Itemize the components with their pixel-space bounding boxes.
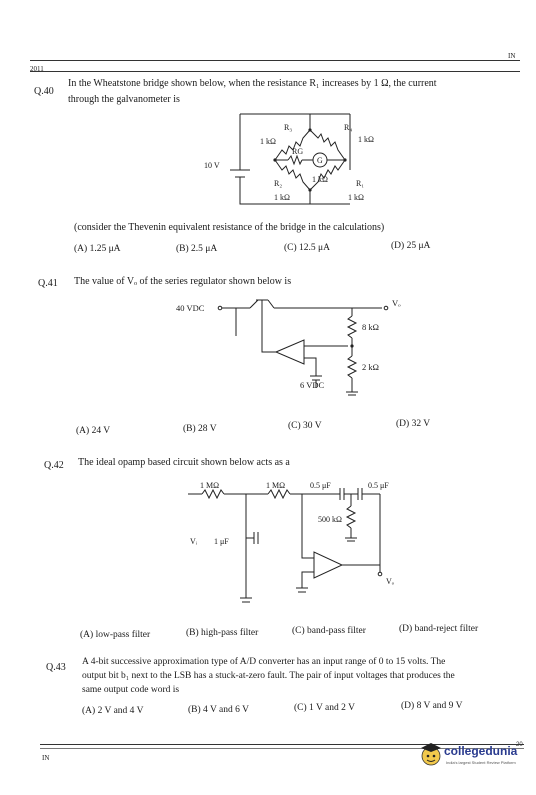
- opamp-filter-circuit: 1 MΩ 1 MΩ 0.5 μF 0.5 μF 500 kΩ Vᵢ 1 μF V…: [188, 481, 395, 603]
- q43-option-a: (A) 2 V and 4 V: [82, 706, 144, 716]
- wheatstone-bridge-circuit: R₃ 1 kΩ R₄ 1 kΩ RG G 1 kΩ R₂ 1 kΩ R₁ 1 k…: [204, 113, 374, 205]
- label-r3-value: 1 kΩ: [260, 137, 276, 146]
- label-r2k: 2 kΩ: [362, 362, 379, 372]
- label-c-1uf: 1 μF: [214, 537, 229, 546]
- label-vref: 6 VDC: [300, 380, 324, 390]
- label-r1-value: 1 kΩ: [348, 193, 364, 202]
- label-r1m-first: 1 MΩ: [200, 481, 219, 490]
- label-g: G: [317, 156, 323, 165]
- q41-option-a: (A) 24 V: [76, 426, 111, 436]
- q43-option-c: (C) 1 V and 2 V: [294, 703, 355, 713]
- collegedunia-watermark: collegedunia 20 India's largest Student …: [418, 742, 530, 774]
- q41-option-d: (D) 32 V: [396, 419, 431, 429]
- series-regulator-circuit: 40 VDC Vₒ 8 kΩ 2 kΩ 6 VDC: [176, 298, 401, 396]
- collegedunia-mascot-icon: [421, 743, 441, 766]
- q40-text-line1: In the Wheatstone bridge shown below, wh…: [68, 78, 437, 89]
- label-r1: R₁: [356, 179, 364, 188]
- q43-text-line3: same output code word is: [82, 685, 180, 695]
- q41-text: The value of Vₒ of the series regulator …: [74, 276, 292, 287]
- label-vin: 40 VDC: [176, 303, 205, 313]
- q41-option-c: (C) 30 V: [288, 421, 322, 431]
- label-r500k: 500 kΩ: [318, 515, 342, 524]
- collegedunia-tagline: India's largest Student Review Platform: [446, 760, 516, 765]
- year-label: 2011: [30, 65, 44, 73]
- label-r2-value: 1 kΩ: [274, 193, 290, 202]
- label-c-05uf-first: 0.5 μF: [310, 481, 331, 490]
- q40-text-line2: through the galvanometer is: [68, 94, 180, 105]
- label-r4-value: 1 kΩ: [358, 135, 374, 144]
- label-r8k: 8 kΩ: [362, 322, 379, 332]
- q40-option-c: (C) 12.5 μA: [284, 243, 330, 253]
- label-vi: Vᵢ: [190, 537, 198, 546]
- q42-option-b: (B) high-pass filter: [186, 628, 259, 638]
- q40-option-d: (D) 25 μA: [391, 241, 431, 251]
- q43-text-line1: A 4-bit successive approximation type of…: [82, 657, 446, 667]
- q41-number: Q.41: [38, 278, 58, 289]
- q43-number: Q.43: [46, 662, 66, 673]
- q40-note: (consider the Thevenin equivalent resist…: [74, 222, 385, 233]
- page-number: 20: [516, 742, 523, 748]
- q40-option-a: (A) 1.25 μA: [74, 244, 121, 254]
- q41-option-b: (B) 28 V: [183, 424, 217, 434]
- label-r3: R₃: [284, 123, 292, 132]
- label-r4: R₄: [344, 123, 352, 132]
- q42-number: Q.42: [44, 460, 64, 471]
- label-rg: RG: [292, 147, 303, 156]
- header-rule: [30, 60, 520, 61]
- label-vo-q42: Vₒ: [386, 577, 395, 586]
- paper-code-bottom: IN: [42, 754, 50, 762]
- q42-option-a: (A) low-pass filter: [80, 630, 151, 640]
- q40-number: Q.40: [34, 86, 54, 97]
- collegedunia-logo-text: collegedunia: [444, 744, 518, 758]
- label-vo: Vₒ: [392, 298, 401, 308]
- q43-option-d: (D) 8 V and 9 V: [401, 701, 463, 711]
- header-rule-2: [30, 71, 520, 72]
- footer-rule: [40, 744, 524, 745]
- label-rg-value: 1 kΩ: [312, 175, 328, 184]
- label-r2: R₂: [274, 179, 282, 188]
- label-c-05uf-second: 0.5 μF: [368, 481, 389, 490]
- q42-option-d: (D) band-reject filter: [399, 624, 479, 634]
- q42-text: The ideal opamp based circuit shown belo…: [78, 457, 290, 468]
- paper-code-top: IN: [508, 52, 516, 60]
- q43-option-b: (B) 4 V and 6 V: [188, 705, 249, 715]
- label-source-voltage: 10 V: [204, 161, 220, 170]
- footer-rule-2: [40, 748, 524, 749]
- q42-option-c: (C) band-pass filter: [292, 626, 366, 636]
- q40-option-b: (B) 2.5 μA: [176, 244, 218, 254]
- q43-text-line2: output bit b₁ next to the LSB has a stuc…: [82, 671, 455, 681]
- label-r1m-second: 1 MΩ: [266, 481, 285, 490]
